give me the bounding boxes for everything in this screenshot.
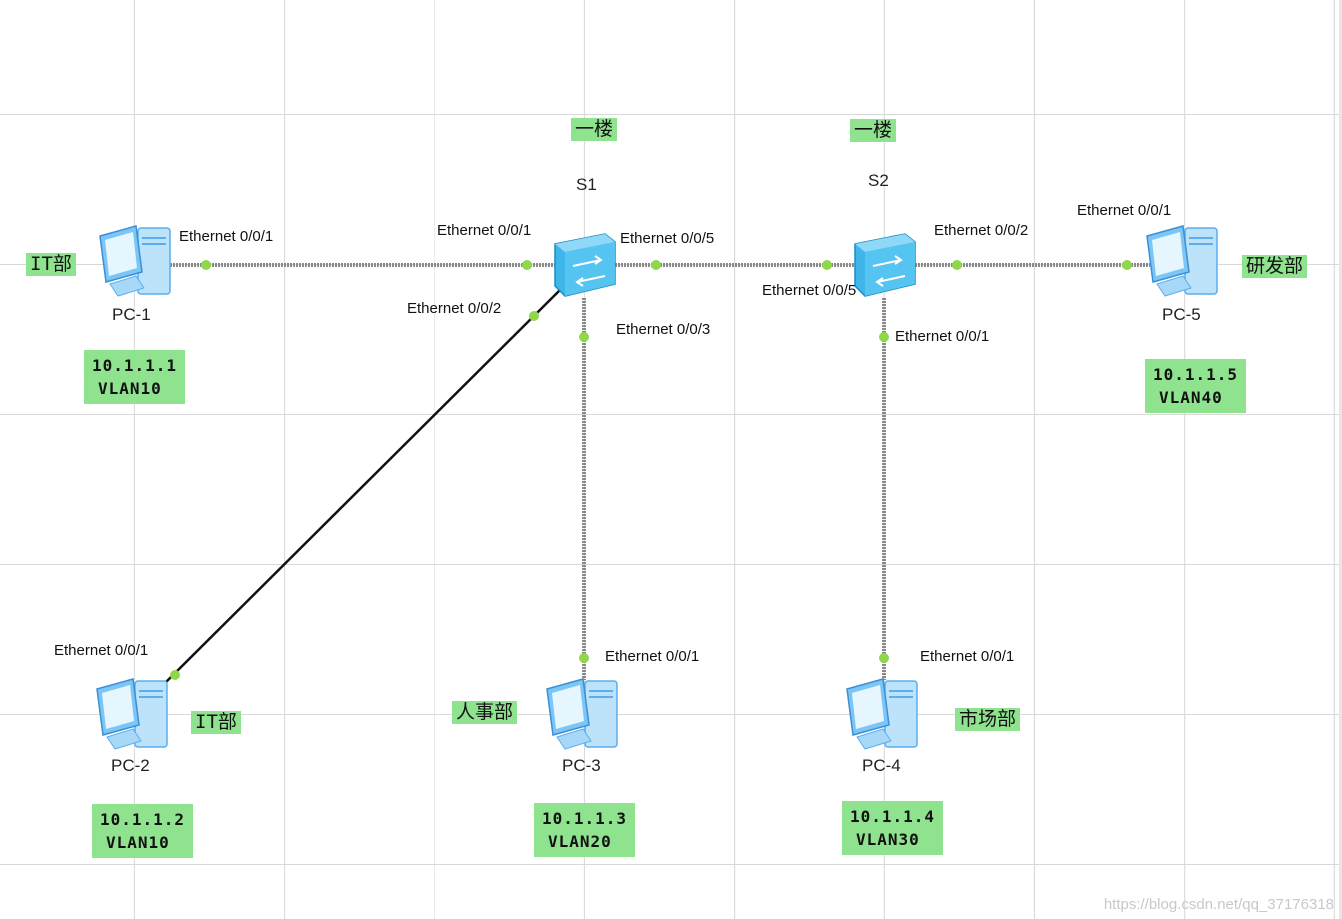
port-dot-pc1 <box>201 260 211 270</box>
s2-device[interactable] <box>849 230 919 305</box>
pc2-device[interactable] <box>93 675 171 760</box>
pc4-device[interactable] <box>843 675 921 760</box>
switch-icon <box>854 233 916 297</box>
port-label-s2-e1: Ethernet 0/0/1 <box>895 328 990 345</box>
port-dot-pc5 <box>1122 260 1132 270</box>
pc-icon <box>546 678 618 750</box>
pc2-dept-tag: IT部 <box>191 711 241 734</box>
s1-device[interactable] <box>549 230 619 305</box>
switch-icon <box>554 233 616 297</box>
pc-icon <box>846 678 918 750</box>
pc-icon <box>1146 225 1218 297</box>
pc4-dept-tag: 市场部 <box>955 708 1021 731</box>
link-s1-pc2[interactable] <box>159 289 561 689</box>
vlan-text: VLAN10 <box>98 379 162 398</box>
port-dot-s1-e3 <box>579 332 589 342</box>
pc-icon <box>99 225 171 297</box>
pc-icon <box>96 678 168 750</box>
window-edge <box>1339 0 1342 919</box>
ip-text: 10.1.1.5 <box>1153 365 1239 384</box>
port-label-pc5: Ethernet 0/0/1 <box>1077 202 1172 219</box>
pc5-label: PC-5 <box>1162 305 1201 324</box>
ip-text: 10.1.1.2 <box>100 810 186 829</box>
port-dots <box>170 260 1132 680</box>
port-label-s1-e2: Ethernet 0/0/2 <box>407 300 502 317</box>
s2-floor-tag: 一楼 <box>850 119 897 142</box>
port-dot-pc3 <box>579 653 589 663</box>
pc2-label: PC-2 <box>111 756 150 775</box>
pc3-label: PC-3 <box>562 756 601 775</box>
pc1-device[interactable] <box>96 222 174 307</box>
ip-text: 10.1.1.1 <box>92 356 178 375</box>
port-dot-s2-e1 <box>879 332 889 342</box>
port-label-s2-e5: Ethernet 0/0/5 <box>762 282 857 299</box>
pc5-dept-tag: 研发部 <box>1242 255 1308 278</box>
ip-text: 10.1.1.4 <box>850 807 936 826</box>
pc4-label: PC-4 <box>862 756 901 775</box>
port-dot-s2-e5 <box>822 260 832 270</box>
port-dot-pc4 <box>879 653 889 663</box>
pc3-device[interactable] <box>543 675 621 760</box>
pc1-label: PC-1 <box>112 305 151 324</box>
watermark-text: https://blog.csdn.net/qq_37176318 <box>1103 896 1334 913</box>
port-label-pc3: Ethernet 0/0/1 <box>605 648 700 665</box>
s2-label: S2 <box>868 171 889 190</box>
port-dot-s1-e2 <box>529 311 539 321</box>
ip-text: 10.1.1.3 <box>542 809 628 828</box>
vlan-text: VLAN30 <box>856 830 920 849</box>
pc5-device[interactable] <box>1143 222 1221 307</box>
vlan-text: VLAN20 <box>548 832 612 851</box>
port-dot-pc2 <box>170 670 180 680</box>
port-label-pc4: Ethernet 0/0/1 <box>920 648 1015 665</box>
port-label-s1-e3: Ethernet 0/0/3 <box>616 321 711 338</box>
port-label-pc1: Ethernet 0/0/1 <box>179 228 274 245</box>
vlan-text: VLAN10 <box>106 833 170 852</box>
port-label-pc2: Ethernet 0/0/1 <box>54 642 149 659</box>
port-dot-s2-e2 <box>952 260 962 270</box>
port-label-s1-e5: Ethernet 0/0/5 <box>620 230 715 247</box>
port-dot-s1-e5 <box>651 260 661 270</box>
port-dot-s1-e1 <box>522 260 532 270</box>
pc3-dept-tag: 人事部 <box>452 701 518 724</box>
pc1-dept-tag: IT部 <box>26 253 76 276</box>
s1-floor-tag: 一楼 <box>571 118 618 141</box>
vlan-text: VLAN40 <box>1159 388 1223 407</box>
port-label-s1-e1: Ethernet 0/0/1 <box>437 222 532 239</box>
port-label-s2-e2: Ethernet 0/0/2 <box>934 222 1029 239</box>
s1-label: S1 <box>576 175 597 194</box>
